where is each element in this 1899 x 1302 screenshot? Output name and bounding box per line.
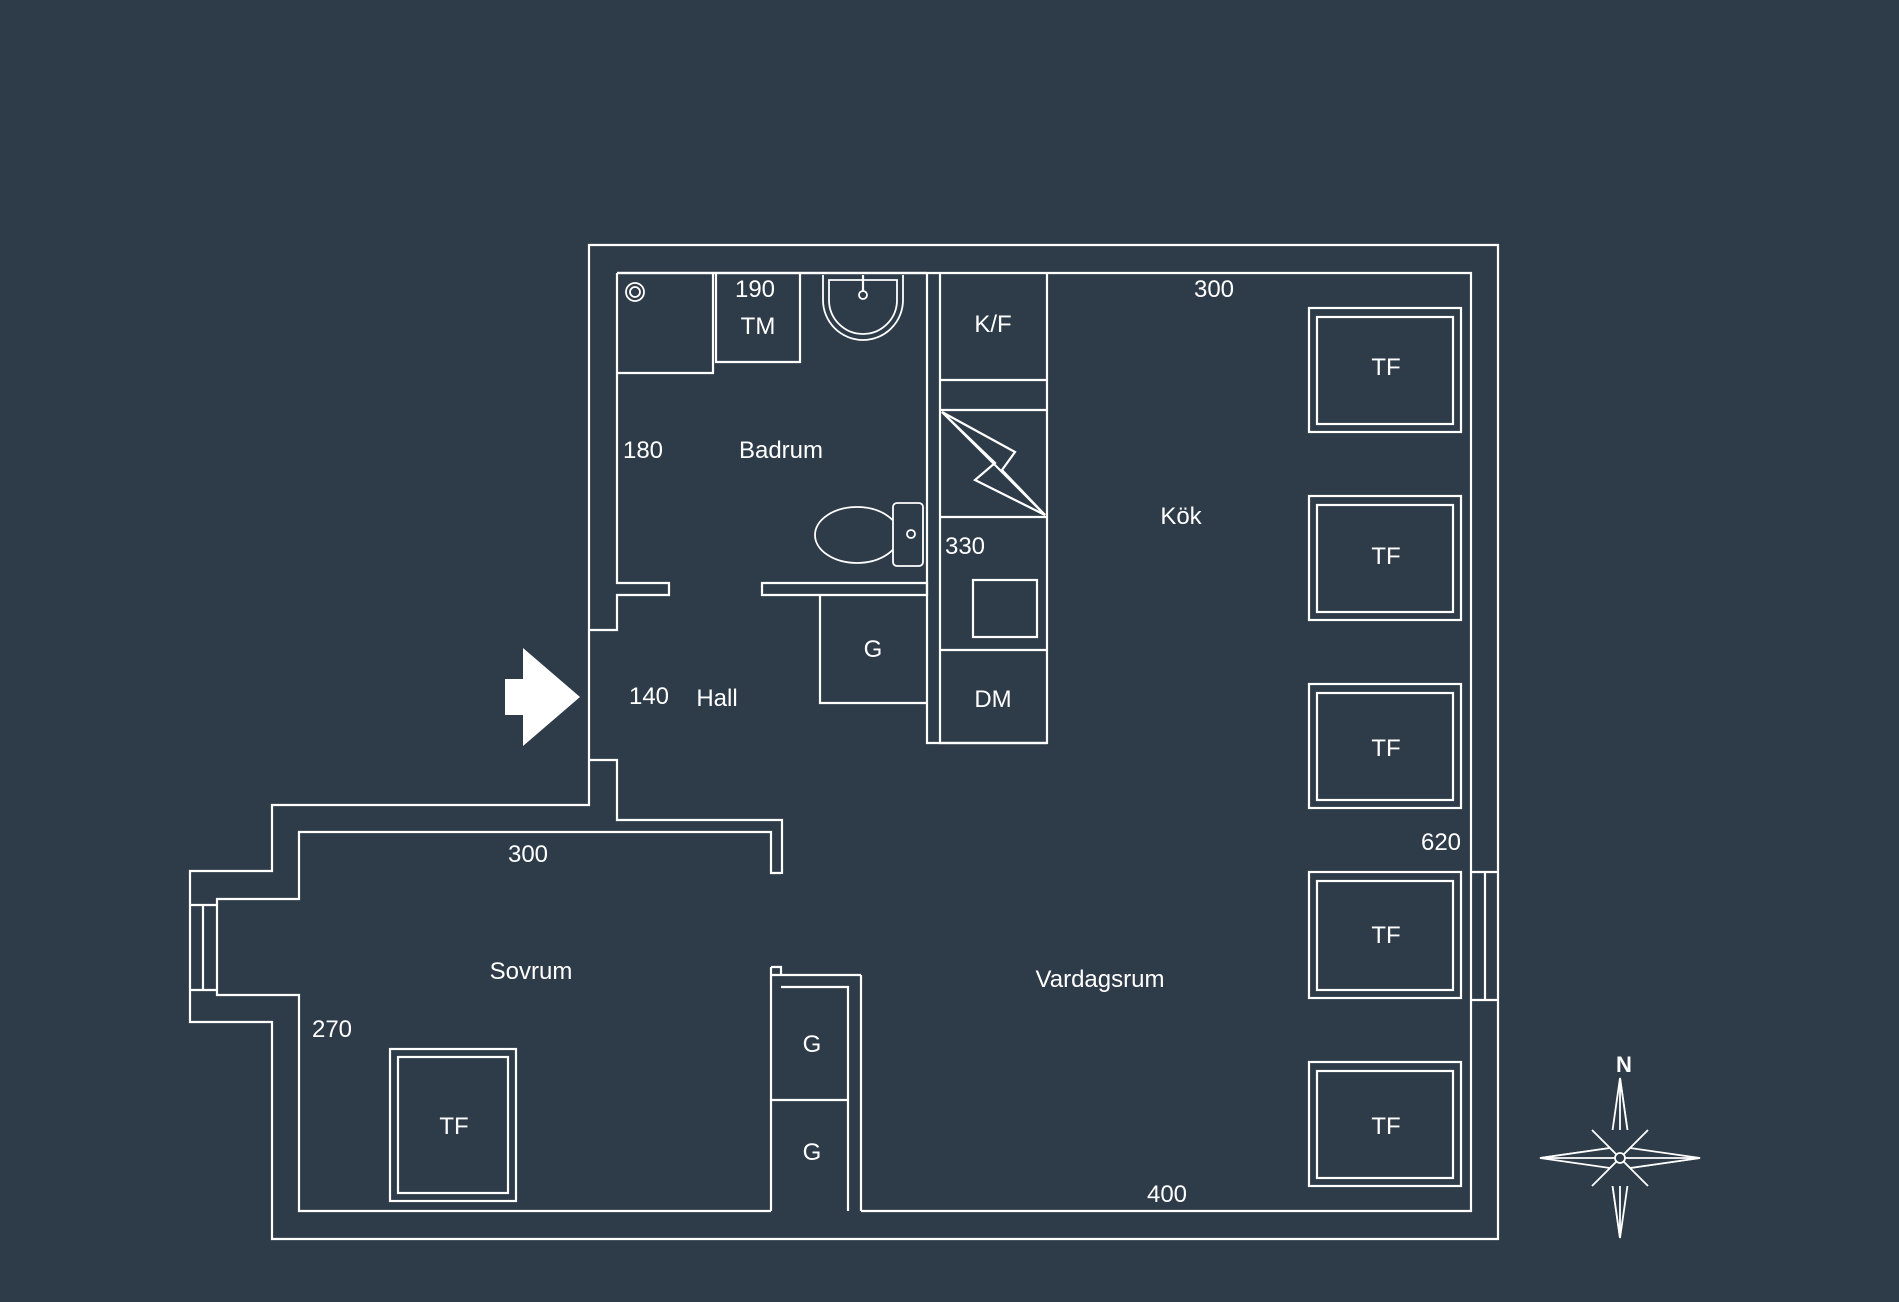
- label-tf-5: TF: [1371, 1113, 1400, 1140]
- dim-kitchen-top: 300: [1194, 276, 1234, 303]
- room-vardagsrum: Vardagsrum: [1036, 966, 1165, 993]
- label-g-upper: G: [803, 1031, 822, 1058]
- label-kf: K/F: [974, 311, 1011, 338]
- dim-bedroom-side: 270: [312, 1016, 352, 1043]
- dim-hall: 140: [629, 683, 669, 710]
- hall-wardrobe: [818, 595, 927, 705]
- dim-bedroom-top: 300: [508, 841, 548, 868]
- label-tf-1: TF: [1371, 354, 1400, 381]
- tf-cabinets: [388, 306, 1463, 1203]
- dimension-labels: 190 180 300 330 140 300 270 400 620: [312, 276, 1461, 1208]
- label-tf-4: TF: [1371, 922, 1400, 949]
- label-tf-3: TF: [1371, 735, 1400, 762]
- sink-icon: [822, 275, 904, 341]
- room-badrum: Badrum: [739, 437, 823, 464]
- toilet-icon: [814, 502, 924, 567]
- label-tf-bedroom: TF: [439, 1113, 468, 1140]
- label-g-hall: G: [864, 636, 883, 663]
- bathroom-walls: [589, 271, 1047, 874]
- dim-living-bottom: 400: [1147, 1181, 1187, 1208]
- room-sovrum: Sovrum: [490, 958, 573, 985]
- outer-walls: [188, 243, 1500, 1241]
- entrance-arrow-icon: [505, 648, 580, 746]
- label-g-lower: G: [803, 1139, 822, 1166]
- fixture-labels: TM K/F DM G G G TF TF TF TF TF TF: [439, 311, 1400, 1166]
- kitchen-counter: [938, 273, 1049, 745]
- compass-icon: [1539, 1077, 1701, 1239]
- dim-bath-top: 190: [735, 276, 775, 303]
- room-labels: Badrum Hall Kök Sovrum Vardagsrum: [490, 437, 1203, 993]
- dim-kitchen-side: 330: [945, 533, 985, 560]
- dim-right-side: 620: [1421, 829, 1461, 856]
- label-tm: TM: [741, 313, 776, 340]
- room-hall: Hall: [696, 685, 737, 712]
- room-kok: Kök: [1160, 503, 1202, 530]
- drain-icon: [625, 282, 645, 302]
- label-dm: DM: [974, 686, 1011, 713]
- wardrobes-column: [769, 965, 863, 1211]
- dim-bath-side: 180: [623, 437, 663, 464]
- label-tf-2: TF: [1371, 543, 1400, 570]
- compass-north-label: N: [1616, 1052, 1632, 1077]
